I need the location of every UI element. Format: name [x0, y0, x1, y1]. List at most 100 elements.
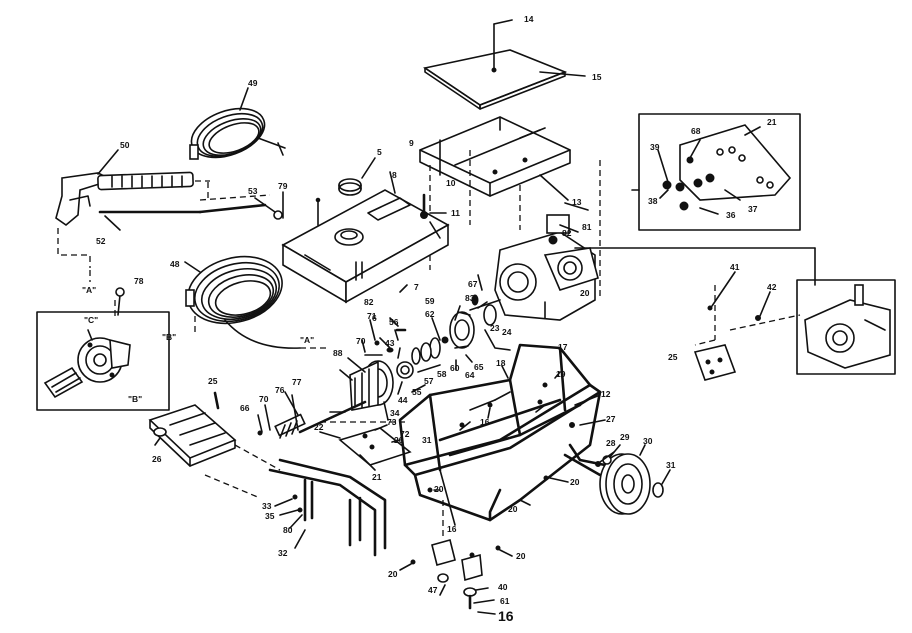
label-18: 18	[496, 358, 506, 368]
label-82a: 82	[364, 297, 374, 307]
label-50: 50	[120, 140, 130, 150]
foot-bracket	[148, 391, 281, 499]
callout-a-left: "A"	[82, 285, 96, 295]
label-36: 36	[726, 210, 736, 220]
callout-letters: "A" "A" "B" "B" "C"	[82, 285, 314, 404]
engine-detail-inset	[796, 279, 896, 375]
hose-coil-lower	[184, 255, 330, 349]
label-27: 27	[606, 414, 616, 424]
label-44: 44	[398, 395, 408, 405]
label-77: 77	[292, 377, 302, 387]
label-58: 58	[437, 369, 447, 379]
label-70a: 70	[356, 336, 366, 346]
label-88: 88	[333, 348, 343, 358]
label-76: 76	[275, 385, 285, 395]
label-82b: 82	[562, 228, 572, 238]
label-16b: 16	[447, 524, 457, 534]
label-31a: 31	[422, 435, 432, 445]
callout-b-inset: "B"	[128, 394, 142, 404]
label-49: 49	[248, 78, 258, 88]
label-34: 34	[390, 408, 400, 418]
label-20b: 20	[394, 435, 404, 445]
label-71: 71	[367, 311, 377, 321]
label-53: 53	[248, 186, 258, 196]
wand-extension	[98, 191, 284, 231]
label-11: 11	[451, 208, 460, 218]
label-67: 67	[468, 279, 478, 289]
label-48: 48	[170, 259, 180, 269]
label-8: 8	[392, 170, 397, 180]
label-19: 19	[556, 369, 566, 379]
label-65: 65	[474, 362, 484, 372]
label-55: 55	[412, 387, 422, 397]
label-17: 17	[558, 342, 568, 352]
label-20c: 20	[570, 477, 580, 487]
label-26: 26	[152, 454, 162, 464]
label-20d: 20	[434, 484, 444, 494]
label-31b: 31	[666, 460, 676, 470]
pump-assembly	[411, 274, 511, 371]
label-25b: 25	[208, 376, 218, 386]
label-10: 10	[446, 178, 456, 188]
label-21a: 21	[767, 117, 777, 127]
label-40: 40	[498, 582, 508, 592]
label-28: 28	[606, 438, 616, 448]
fuel-tank	[281, 171, 450, 304]
label-20a: 20	[580, 288, 590, 298]
label-32: 32	[278, 548, 288, 558]
wheel	[595, 444, 671, 515]
label-78: 78	[134, 276, 144, 286]
label-72: 72	[400, 429, 410, 439]
fuel-cap	[338, 157, 376, 196]
small-bolts	[361, 317, 407, 356]
label-37: 37	[748, 204, 758, 214]
label-33: 33	[262, 501, 272, 511]
label-43: 43	[385, 338, 395, 348]
label-9: 9	[409, 138, 414, 148]
label-16c: 16	[498, 608, 514, 624]
label-61: 61	[500, 596, 510, 606]
part-number-labels: 14 15 13 10 11 9 8 5 7 6 82 81 82 49 50 …	[96, 14, 777, 624]
pump-block-25	[693, 271, 801, 381]
label-80: 80	[283, 525, 293, 535]
label-83: 83	[465, 293, 475, 303]
engine	[469, 202, 816, 321]
label-23: 23	[490, 323, 500, 333]
label-35: 35	[265, 511, 275, 521]
label-39: 39	[650, 142, 660, 152]
label-14: 14	[524, 14, 534, 24]
label-20e: 20	[508, 504, 518, 514]
handle-bar	[268, 458, 387, 557]
label-13: 13	[572, 197, 582, 207]
callout-lines	[89, 270, 196, 335]
label-21b: 21	[372, 472, 382, 482]
label-66: 66	[240, 403, 250, 413]
label-20f: 20	[388, 569, 398, 579]
callout-c-inset: "C"	[84, 315, 98, 325]
label-59: 59	[425, 296, 435, 306]
label-7: 7	[414, 282, 419, 292]
label-60: 60	[450, 363, 460, 373]
bracket-detail-inset	[631, 113, 801, 231]
label-70b: 70	[259, 394, 269, 404]
motor-drive	[339, 329, 441, 421]
pump-detail-inset	[36, 287, 170, 411]
label-24: 24	[502, 327, 512, 337]
top-plate	[422, 19, 586, 110]
label-12: 12	[601, 389, 611, 399]
label-30: 30	[643, 436, 653, 446]
label-15: 15	[592, 72, 602, 82]
label-56: 56	[389, 317, 399, 327]
drive-shaft	[257, 391, 405, 439]
label-62: 62	[425, 309, 435, 319]
label-42: 42	[767, 282, 777, 292]
label-64: 64	[465, 370, 475, 380]
label-57: 57	[424, 376, 434, 386]
label-16a: 16	[480, 417, 490, 427]
label-41: 41	[730, 262, 740, 272]
callout-b-hose: "B"	[162, 332, 176, 342]
leg-bracket	[399, 500, 513, 615]
label-81: 81	[582, 222, 592, 232]
